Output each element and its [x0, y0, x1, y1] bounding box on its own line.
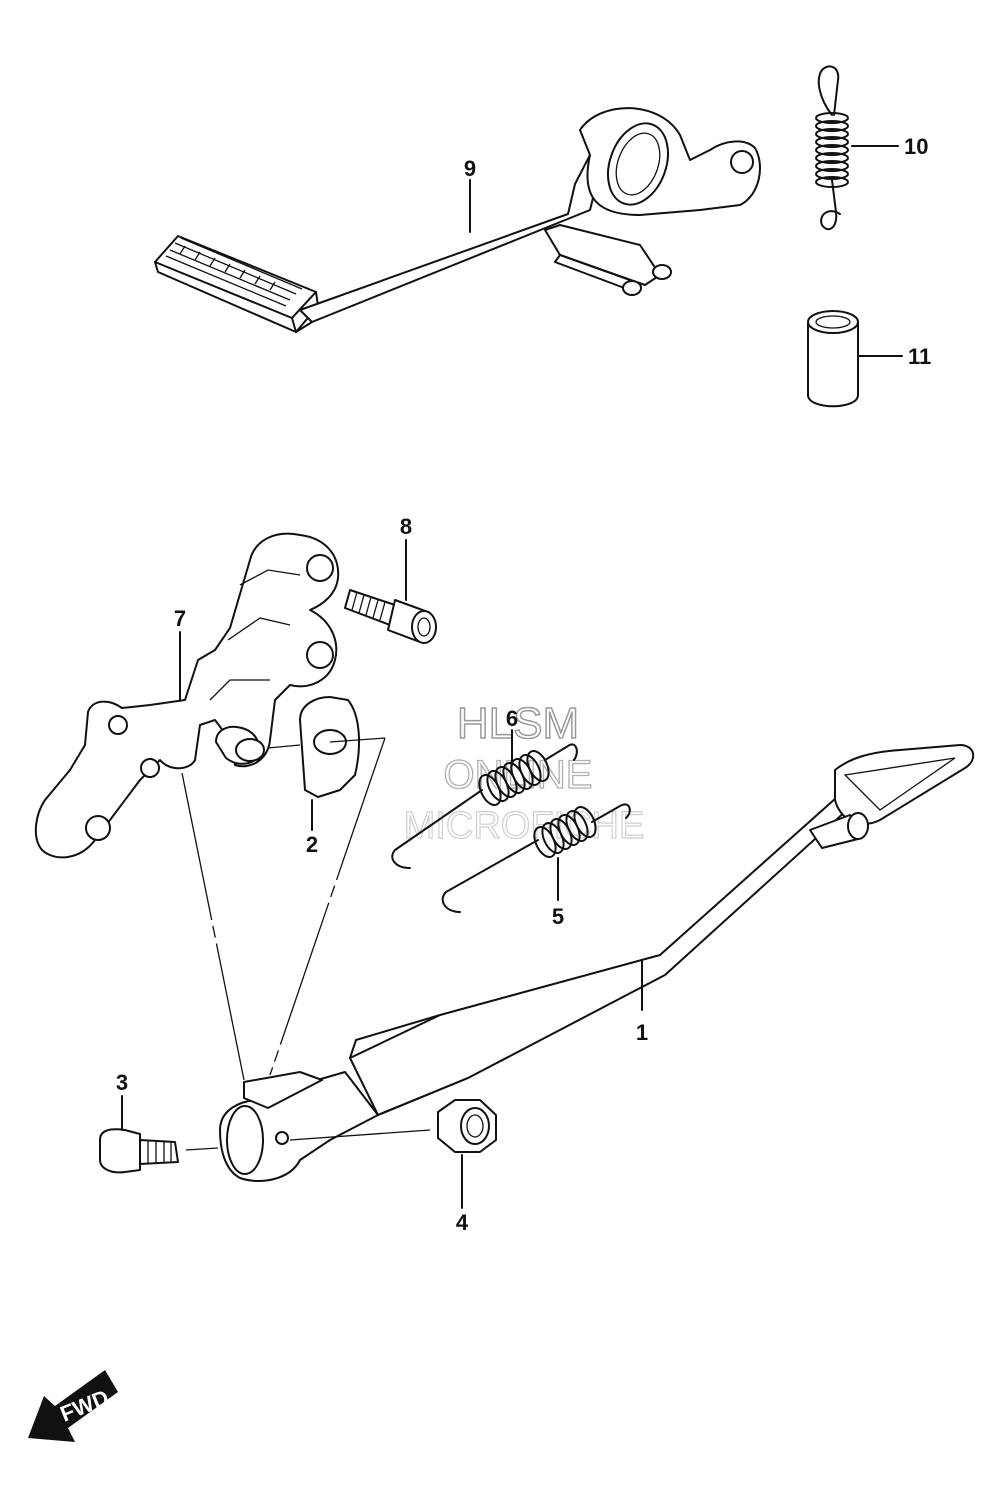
fwd-badge: FWD — [28, 1370, 118, 1442]
spring-part-6 — [391, 729, 578, 869]
bolt-part-8 — [344, 539, 437, 644]
forward-arrow-icon — [28, 1370, 118, 1442]
bushing-part-11 — [807, 310, 903, 408]
assembly-leader-lines — [181, 737, 431, 1151]
watermark-line3: MICROFICHE — [404, 805, 645, 847]
bracket-part-7 — [34, 532, 340, 859]
callout-8: 8 — [400, 514, 412, 539]
spring-part-10 — [815, 65, 899, 231]
callout-4: 4 — [456, 1210, 469, 1235]
callout-9: 9 — [464, 156, 476, 181]
brake-pedal-part — [154, 107, 761, 333]
watermark-line2: ONLINE — [444, 753, 593, 797]
bolt-part-3 — [99, 1095, 179, 1174]
callout-6: 6 — [506, 706, 518, 731]
callout-11: 11 — [908, 344, 931, 369]
watermark-line1: HLSM — [457, 699, 579, 748]
spring-part-5 — [441, 803, 631, 913]
callout-2: 2 — [306, 832, 318, 857]
callout-1: 1 — [636, 1020, 648, 1045]
callout-5: 5 — [552, 904, 564, 929]
side-stand-part-1 — [219, 744, 975, 1182]
watermark: HLSM ONLINE MICROFICHE — [403, 698, 645, 847]
callout-7: 7 — [174, 606, 186, 631]
plate-part-2 — [299, 696, 360, 831]
nut-part-4 — [437, 1099, 497, 1209]
callout-10: 10 — [904, 134, 928, 159]
callout-3: 3 — [116, 1070, 128, 1095]
